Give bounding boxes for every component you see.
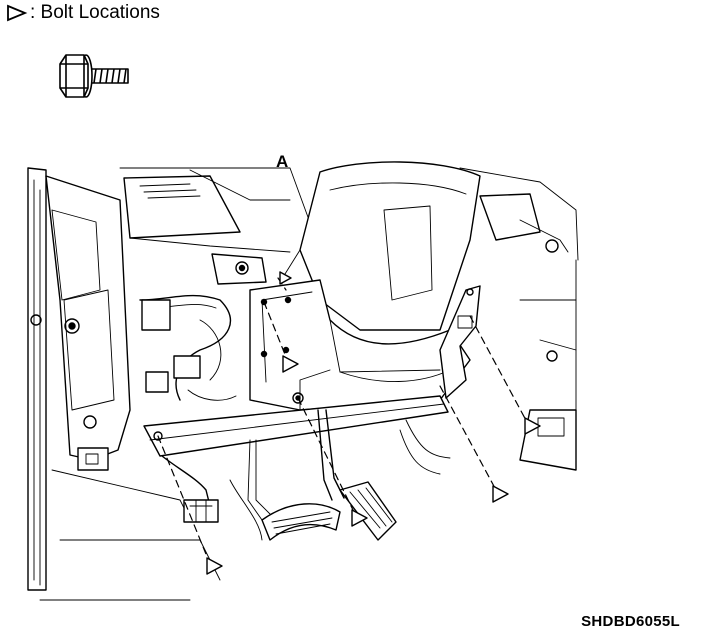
left-panel (27, 167, 221, 601)
bolt-marker (524, 417, 541, 435)
legend-label: : Bolt Locations (30, 2, 160, 23)
wiring-harness (139, 294, 237, 401)
pedals (229, 419, 451, 541)
lower-connector (161, 455, 219, 523)
bolt-marker (492, 485, 509, 503)
triangle-marker-icon (7, 4, 28, 22)
steering-column (279, 161, 481, 331)
legend: : Bolt Locations (6, 2, 160, 24)
flange-bolt-icon (59, 54, 129, 98)
bolt-markers (206, 271, 541, 575)
bolt-marker (282, 355, 299, 373)
view-label: A (276, 152, 289, 171)
bolt-marker (279, 271, 292, 285)
dashboard (119, 167, 579, 471)
bolt-marker (206, 557, 223, 575)
figure-code: SHDBD6055L (581, 613, 680, 630)
bolt-marker (351, 509, 368, 527)
pedal-bracket (143, 279, 481, 521)
